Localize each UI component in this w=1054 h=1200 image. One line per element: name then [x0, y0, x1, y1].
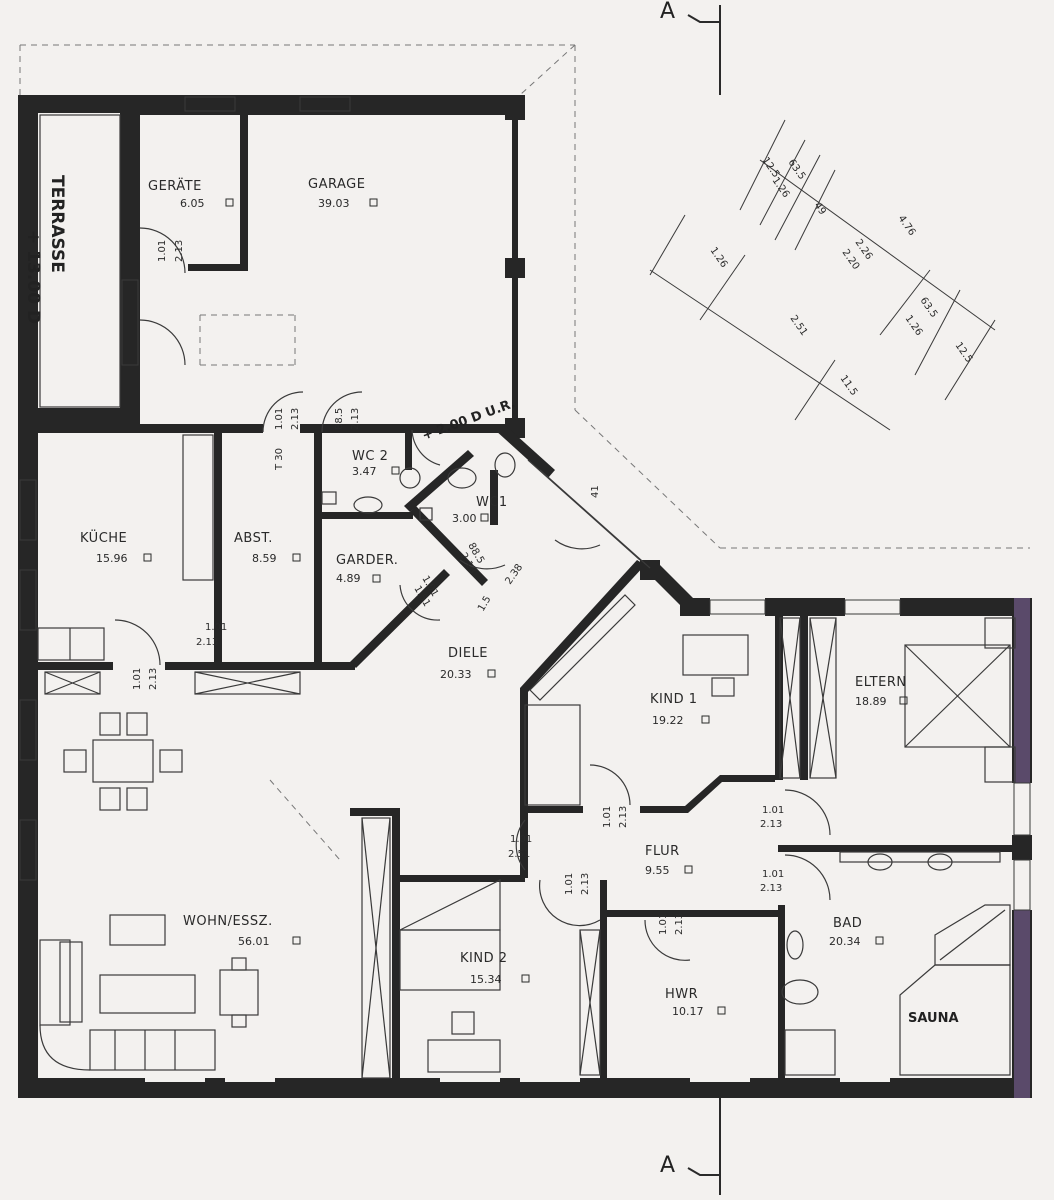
door-geraete-w: 1.01 [157, 240, 168, 262]
door-garage-h: 2.13 [290, 408, 301, 430]
walls [18, 95, 1032, 1098]
dim-41: 41 [590, 485, 601, 498]
kueche-area: 15.96 [96, 552, 128, 565]
eltern-name: ELTERN [855, 675, 907, 690]
wohn-name: WOHN/ESSZ. [183, 914, 273, 929]
door-hwr-h: 2.13 [674, 913, 685, 935]
hwr-name: HWR [665, 987, 698, 1002]
door-hwr-w: 1.01 [658, 913, 669, 935]
geraete-area: 6.05 [180, 197, 205, 210]
hwr-area: 10.17 [672, 1005, 704, 1018]
diele-name: DIELE [448, 646, 488, 661]
kind1-area: 19.22 [652, 714, 684, 727]
kind2-area: 15.34 [470, 973, 502, 986]
door-kind1-w: 1.01 [602, 806, 613, 828]
door-garage-w: 1.01 [274, 408, 285, 430]
garage-area: 39.03 [318, 197, 350, 210]
section-mark-bottom: A [660, 1153, 675, 1178]
door-eltern-h: 2.13 [760, 819, 782, 830]
door-kind2-h: 2.13 [580, 873, 591, 895]
door-abst-h: 2.13 [196, 637, 218, 648]
door-bad-h: 2.13 [760, 883, 782, 894]
wc1-area: 3.00 [452, 512, 477, 525]
wc1-name: WC1 [476, 495, 508, 510]
section-markers [687, 5, 721, 1195]
sauna-name: SAUNA [908, 1011, 959, 1026]
terrasse-area: + 13.00 D [23, 230, 43, 324]
t30-label: T 30 [274, 448, 285, 471]
door-kind2-w: 1.01 [564, 873, 575, 895]
kind1-name: KIND 1 [650, 692, 698, 707]
door-eltern-w: 1.01 [762, 805, 784, 816]
garder-name: GARDER. [336, 553, 398, 568]
door-diele-wohn-h: 2.51 [508, 849, 530, 860]
wc2-area: 3.47 [352, 465, 377, 478]
windows [19, 96, 1031, 911]
door-wc2-w: 88.5 [334, 408, 345, 430]
wohn-area: 56.01 [238, 935, 270, 948]
door-dimension-labels: 1.01 2.13 1.01 2.13 88.5 2.13 88.5 2.13 … [132, 240, 784, 935]
door-swings [114, 227, 831, 961]
door-kueche-w: 1.01 [132, 668, 143, 690]
door-wc2-h: 2.13 [350, 408, 361, 430]
door-abst-w: 1.01 [205, 622, 227, 633]
abst-name: ABST. [234, 531, 273, 546]
bad-area: 20.34 [829, 935, 861, 948]
abst-area: 8.59 [252, 552, 277, 565]
door-diele-wohn-w: 1.01 [510, 834, 532, 845]
section-mark-top: A [660, 0, 675, 24]
kueche-name: KÜCHE [80, 529, 127, 546]
wc2-name: WC 2 [352, 449, 388, 464]
kind2-name: KIND 2 [460, 951, 508, 966]
garder-area: 4.89 [336, 572, 361, 585]
furniture [37, 114, 1016, 1079]
room-labels: TERRASSE + 13.00 D GERÄTE 6.05 GARAGE 39… [23, 175, 959, 1026]
door-geraete-h: 2.13 [174, 240, 185, 262]
dimension-lines [649, 119, 996, 431]
bad-name: BAD [833, 916, 862, 931]
garage-name: GARAGE [308, 177, 365, 192]
eltern-area: 18.89 [855, 695, 887, 708]
terrasse-name: TERRASSE [47, 175, 67, 273]
door-kind1-h: 2.13 [618, 806, 629, 828]
area-markers [143, 198, 908, 1015]
flur-area: 9.55 [645, 864, 670, 877]
flur-name: FLUR [645, 844, 680, 859]
door-bad-w: 1.01 [762, 869, 784, 880]
geraete-name: GERÄTE [148, 178, 202, 194]
accent-walls [1014, 598, 1030, 1098]
diele-area: 20.33 [440, 668, 472, 681]
door-kueche-h: 2.13 [148, 668, 159, 690]
